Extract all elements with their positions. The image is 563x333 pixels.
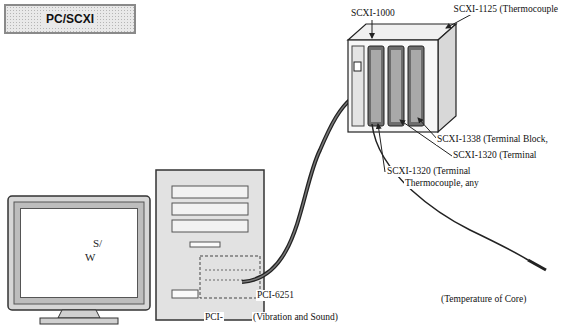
screen-text: S/ [93,237,102,249]
card-label: PCI- [204,312,224,323]
chassis-label: SCXI-1000 [350,8,396,19]
card-label: (Vibration and Sound) [252,312,339,323]
module-label: SCXI-1338 (Terminal Block, [436,134,549,145]
module-label: Thermocouple, any [404,178,480,189]
title-box: PC/SCXI [4,4,136,34]
module-label: SCXI-1125 (Thermocouple [453,4,559,15]
monitor-screen: S/W [20,208,138,298]
card-label: PCI-6251 [256,290,295,301]
title-text: PC/SCXI [43,12,97,26]
screen-text: W [85,251,95,263]
module-label: SCXI-1320 (Terminal [386,166,472,177]
module-label: SCXI-1320 (Terminal [452,150,538,161]
sensor-label: (Temperature of Core) [440,294,527,305]
